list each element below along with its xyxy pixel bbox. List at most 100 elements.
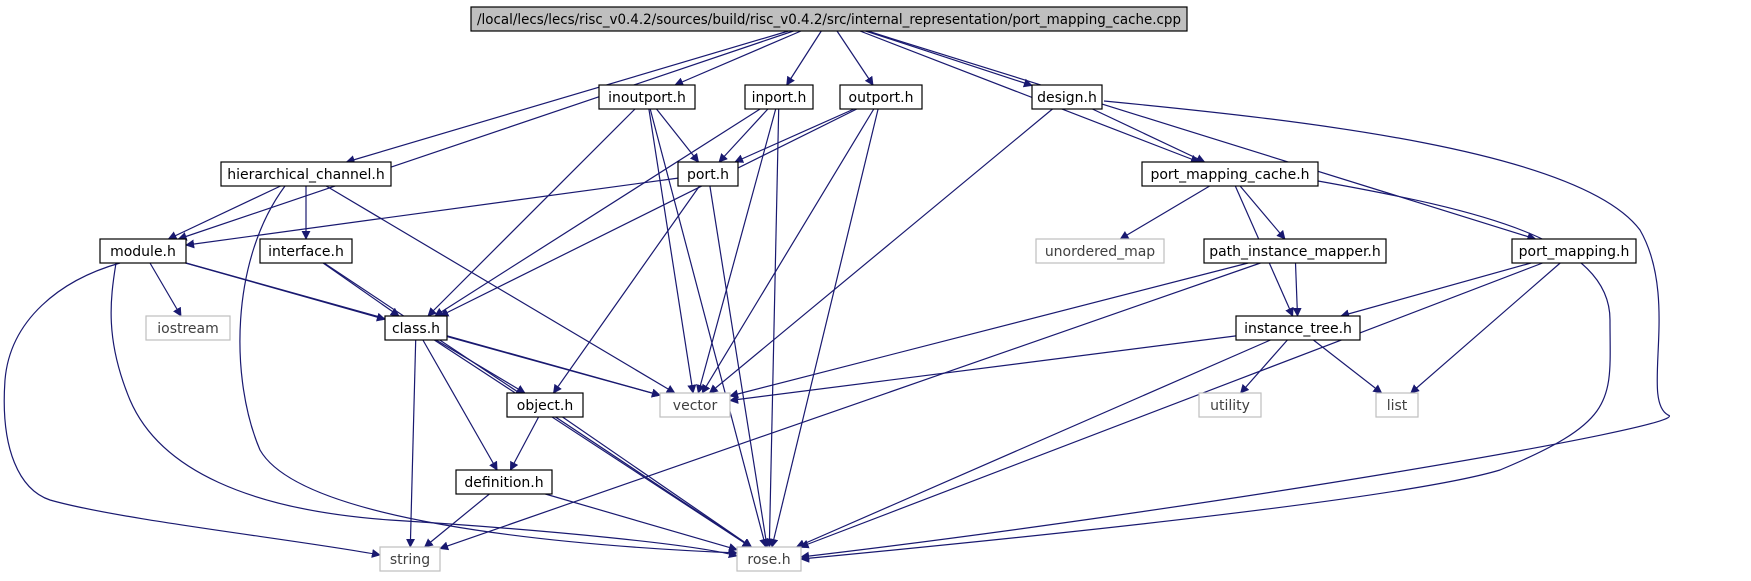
edge-path-instance-mapper-to-instance-tree: [1292, 262, 1302, 317]
edge-root-to-hierarchical-channel: [345, 30, 789, 165]
edge-design-to-port-mapping-cache: [1092, 108, 1206, 163]
edge-instance-tree-to-utility: [1240, 339, 1288, 394]
edge-outport-to-vector: [701, 108, 875, 394]
node-interface[interactable]: interface.h: [259, 238, 353, 264]
edge-port-to-rose: [709, 185, 771, 548]
edge-inoutport-to-rose: [649, 108, 769, 548]
node-label: inoutport.h: [608, 90, 686, 106]
node-box: [1511, 238, 1637, 264]
edge-hierarchical-channel-to-module: [167, 185, 281, 240]
edge-root-to-inport: [786, 30, 822, 86]
node-box: [659, 392, 731, 418]
node-box: [470, 6, 1188, 32]
node-box: [506, 392, 584, 418]
node-label: list: [1387, 398, 1408, 414]
node-port-mapping[interactable]: port_mapping.h: [1511, 238, 1637, 264]
node-inoutport[interactable]: inoutport.h: [598, 84, 696, 110]
nodes-layer: /local/lecs/lecs/risc_v0.4.2/sources/bui…: [99, 6, 1637, 572]
node-label: port_mapping_cache.h: [1150, 167, 1309, 183]
node-label: /local/lecs/lecs/risc_v0.4.2/sources/bui…: [477, 12, 1181, 28]
node-box: [677, 161, 739, 187]
node-label: module.h: [110, 244, 176, 260]
node-vector: vector: [659, 392, 731, 418]
edge-root-to-outport: [836, 30, 874, 86]
node-label: object.h: [517, 398, 573, 414]
node-label: iostream: [157, 321, 219, 337]
edge-outport-to-port: [734, 108, 855, 163]
node-box: [839, 84, 923, 110]
edge-instance-tree-to-rose: [795, 339, 1271, 548]
edge-root-to-port-mapping-cache: [859, 30, 1200, 164]
node-utility: utility: [1198, 392, 1262, 418]
edge-module-to-iostream: [149, 262, 182, 317]
edge-interface-to-class: [322, 262, 400, 317]
edge-root-to-port-mapping: [867, 30, 1537, 241]
node-label: rose.h: [747, 552, 790, 568]
node-design[interactable]: design.h: [1031, 84, 1103, 110]
node-box: [1203, 238, 1387, 264]
edge-definition-to-string: [423, 493, 490, 548]
node-box: [744, 84, 814, 110]
node-box: [220, 161, 392, 187]
edge-path-instance-mapper-to-vector: [729, 262, 1249, 399]
node-box: [384, 315, 448, 341]
edge-instance-tree-to-list: [1313, 339, 1383, 394]
node-label: definition.h: [464, 475, 543, 491]
node-class[interactable]: class.h: [384, 315, 448, 341]
edge-port-mapping-cache-to-unordered-map: [1119, 185, 1211, 240]
node-label: utility: [1210, 398, 1250, 414]
node-label: path_instance_mapper.h: [1209, 244, 1381, 260]
node-label: instance_tree.h: [1244, 321, 1352, 337]
node-label: outport.h: [849, 90, 914, 106]
node-label: port_mapping.h: [1519, 244, 1630, 260]
edge-inport-to-class: [434, 108, 761, 317]
edge-inport-to-vector: [696, 108, 777, 394]
node-string: string: [379, 546, 441, 572]
node-box: [1141, 161, 1319, 187]
node-box: [1235, 315, 1361, 341]
node-outport[interactable]: outport.h: [839, 84, 923, 110]
node-port[interactable]: port.h: [677, 161, 739, 187]
node-label: string: [390, 552, 430, 568]
node-module[interactable]: module.h: [99, 238, 187, 264]
node-box: [455, 469, 553, 495]
edge-class-to-object: [435, 339, 526, 394]
edge-path-instance-mapper-to-string: [439, 262, 1261, 551]
edge-class-to-string: [406, 339, 417, 548]
edge-object-to-definition: [509, 416, 540, 471]
node-box: [1031, 84, 1103, 110]
root-file[interactable]: /local/lecs/lecs/risc_v0.4.2/sources/bui…: [470, 6, 1188, 32]
edge-inport-to-rose: [764, 108, 780, 548]
node-box: [145, 315, 231, 341]
node-instance-tree[interactable]: instance_tree.h: [1235, 315, 1361, 341]
edge-root-to-module: [177, 30, 794, 241]
edge-port-mapping-cache-to-path-instance-mapper: [1239, 185, 1286, 240]
node-label: port.h: [687, 167, 729, 183]
edge-outport-to-class: [439, 108, 858, 317]
edge-port-mapping-to-list: [1410, 262, 1561, 394]
edge-port-mapping-to-rose: [799, 262, 1543, 549]
edge-class-to-rose: [433, 339, 752, 548]
edge-inoutport-to-class: [427, 108, 636, 317]
edge-inoutport-to-port: [656, 108, 700, 163]
edge-port-to-object: [552, 185, 700, 394]
node-box: [99, 238, 187, 264]
node-box: [259, 238, 353, 264]
edge-port-to-module: [185, 177, 679, 249]
node-box: [1375, 392, 1419, 418]
node-port-mapping-cache[interactable]: port_mapping_cache.h: [1141, 161, 1319, 187]
node-label: vector: [673, 398, 718, 414]
edge-class-to-definition: [422, 339, 498, 471]
node-path-instance-mapper[interactable]: path_instance_mapper.h: [1203, 238, 1387, 264]
node-definition[interactable]: definition.h: [455, 469, 553, 495]
edge-hierarchical-channel-to-vector: [325, 185, 676, 394]
edge-module-to-string: [3, 262, 381, 558]
node-rose: rose.h: [736, 546, 802, 572]
node-object[interactable]: object.h: [506, 392, 584, 418]
node-box: [379, 546, 441, 572]
edge-outport-to-rose: [769, 108, 879, 548]
node-hierarchical-channel[interactable]: hierarchical_channel.h: [220, 161, 392, 187]
node-inport[interactable]: inport.h: [744, 84, 814, 110]
edge-design-to-rose: [800, 100, 1671, 561]
